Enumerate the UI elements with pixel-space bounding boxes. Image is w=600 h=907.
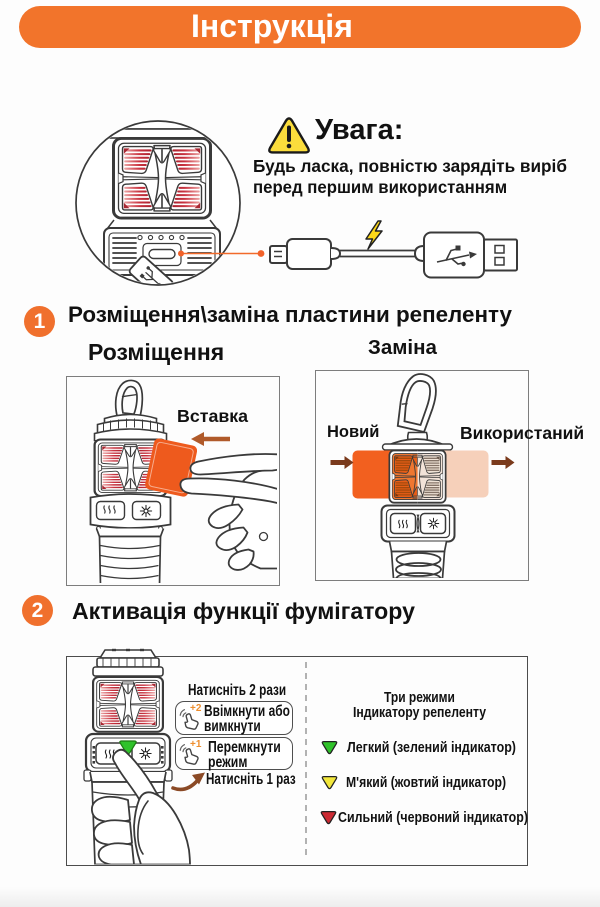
tap1-badge: +1: [190, 739, 202, 750]
mode-strong-label: Сильний (червоний індикатор): [338, 810, 528, 826]
placement-caption: Розміщення: [88, 339, 225, 365]
page-title: Інструкція: [191, 8, 353, 44]
new-arrow: [330, 455, 353, 469]
mode-light-icon: [321, 741, 338, 755]
press-twice-label: Натисніть 2 рази: [188, 682, 287, 699]
modes-title-line2: Індикатору репеленту: [353, 704, 487, 721]
step2-title: Активація функції фумігатору: [72, 598, 415, 624]
step1-badge: 1: [24, 306, 55, 337]
warning-heading: Увага:: [315, 114, 404, 146]
replace-illustration: [330, 372, 514, 578]
tap2-badge: +2: [190, 703, 202, 714]
title-banner: Інструкція: [19, 6, 581, 48]
lightning-icon: [365, 220, 383, 250]
switch-box: [175, 737, 293, 770]
insert-label: Вставка: [177, 406, 249, 426]
insert-arrow: [191, 432, 230, 446]
mode-light-label: Легкий (зелений індикатор): [347, 740, 516, 756]
pressing-hand: [90, 748, 191, 865]
press-once-label: Натисніть 1 раз: [206, 771, 296, 788]
warning-line1: Будь ласка, повністю зарядіть виріб: [253, 156, 567, 176]
switch-line2: режим: [208, 754, 248, 771]
warning-line2: перед першим використанням: [253, 177, 508, 197]
hand-holding-plate: [179, 452, 277, 571]
toggle-line1: Ввімкнути або: [204, 703, 290, 720]
press-once-arrow: [171, 772, 205, 792]
modes-title-line1: Три режими: [384, 689, 455, 706]
toggle-line2: вимкнути: [204, 718, 261, 735]
usb-cable-icon: [269, 231, 518, 279]
replace-panel: [315, 370, 529, 581]
activation-panel: [66, 656, 528, 866]
plate-used: [436, 450, 488, 497]
replace-caption: Заміна: [368, 336, 437, 359]
step1-title: Розміщення\заміна пластини репеленту: [68, 302, 512, 327]
used-label: Використаний: [460, 423, 585, 443]
bottom-fade: [0, 887, 600, 907]
switch-line1: Перемкнути: [208, 739, 281, 756]
activation-illustration: [83, 648, 191, 865]
mode-soft-label: М'який (жовтий індикатор): [346, 775, 507, 791]
placement-panel: [66, 376, 280, 586]
mode-strong-icon: [320, 811, 337, 825]
step2-badge: 2: [22, 595, 53, 626]
charging-illustration: [75, 120, 518, 286]
warning-icon: [268, 117, 310, 154]
connector-line: [178, 250, 265, 257]
new-label: Новий: [327, 423, 380, 441]
step2-number: 2: [31, 598, 44, 622]
mode-soft-icon: [321, 776, 338, 790]
usb-plug-icon: [128, 255, 174, 284]
used-arrow: [491, 455, 514, 469]
step1-number: 1: [33, 309, 46, 333]
placement-illustration: [89, 379, 277, 583]
